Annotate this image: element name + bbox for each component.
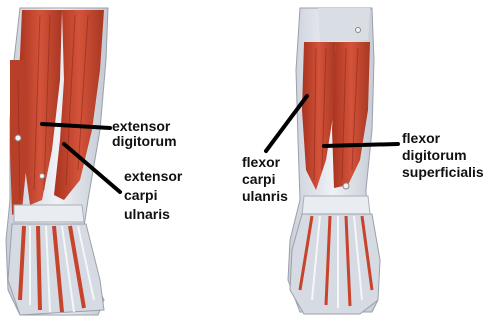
label-flexor-carpi-ulnaris-line-1: flexor — [242, 155, 288, 170]
label-extensor-carpi-ulnaris-line-3: ulnaris — [124, 207, 182, 222]
right-hand — [290, 214, 380, 314]
right-pin-2 — [356, 28, 361, 33]
label-flexor-carpi-ulnaris-line-3: ulanris — [242, 189, 288, 204]
right-wrist-retinaculum — [302, 196, 370, 214]
left-hand — [8, 224, 104, 315]
right-pin-1 — [343, 183, 349, 189]
left-wrist-retinaculum — [14, 205, 84, 222]
right-upper-segment — [318, 8, 370, 42]
left-forearm — [6, 8, 108, 315]
label-flexor-digitorum-superficialis-line-2: digitorum — [402, 148, 484, 163]
label-extensor-digitorum-line-2: digitorum — [112, 134, 177, 149]
label-extensor-carpi-ulnaris: extensor carpi ulnaris — [124, 169, 182, 222]
label-extensor-carpi-ulnaris-line-2: carpi — [124, 188, 182, 203]
label-flexor-carpi-ulnaris: flexor carpi ulanris — [242, 155, 288, 204]
label-flexor-carpi-ulnaris-line-2: carpi — [242, 172, 288, 187]
right-forearm — [288, 8, 380, 314]
left-pin-1 — [15, 135, 21, 141]
left-pin-2 — [40, 174, 45, 179]
pointer-flexor-digitorum-superficialis — [324, 144, 398, 146]
label-extensor-digitorum: extensor digitorum — [112, 119, 177, 149]
label-flexor-digitorum-superficialis: flexor digitorum superficialis — [402, 131, 484, 180]
label-extensor-digitorum-line-1: extensor — [112, 119, 177, 134]
label-flexor-digitorum-superficialis-line-3: superficialis — [402, 165, 484, 180]
label-extensor-carpi-ulnaris-line-1: extensor — [124, 169, 182, 184]
label-flexor-digitorum-superficialis-line-1: flexor — [402, 131, 484, 146]
